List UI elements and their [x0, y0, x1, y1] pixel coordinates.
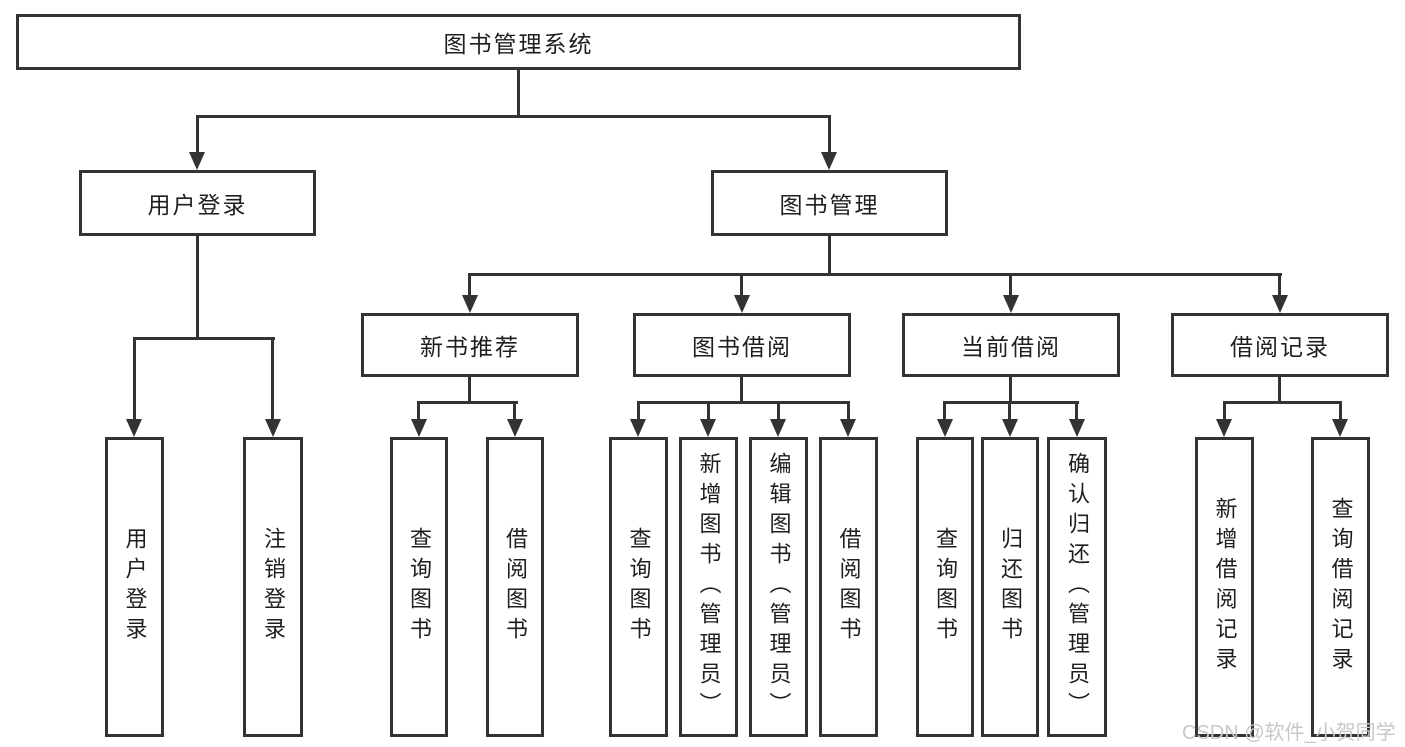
- node-library-management-system: 图书管理系统: [16, 14, 1021, 70]
- arrow-down-icon: [734, 295, 750, 313]
- arrow-down-icon: [1003, 295, 1019, 313]
- arrow-down-icon: [700, 419, 716, 437]
- connector-user-login-drop: [133, 337, 136, 421]
- connector-book-mgmt-drop: [468, 273, 471, 298]
- node-add-books-admin: 新增图书（管理员）: [679, 437, 738, 737]
- connector-recommend-trunk: [468, 377, 471, 404]
- connector-book-mgmt-trunk: [828, 236, 831, 276]
- arrow-down-icon: [840, 419, 856, 437]
- node-query-books-borrowing: 查询图书: [609, 437, 668, 737]
- node-return-books: 归还图书: [981, 437, 1039, 737]
- node-book-management: 图书管理: [711, 170, 948, 236]
- connector-recommend-drop: [417, 401, 420, 422]
- connector-current-drop: [1008, 401, 1011, 422]
- node-user-login: 用户登录: [79, 170, 316, 236]
- connector-current-trunk: [1009, 377, 1012, 404]
- connector-book-mgmt-drop: [740, 273, 743, 298]
- connector-root-branch: [196, 115, 831, 118]
- connector-borrowing-trunk: [740, 377, 743, 404]
- connector-current-drop: [943, 401, 946, 422]
- arrow-down-icon: [265, 419, 281, 437]
- watermark-text: CSDN @软件_小贺同学: [1182, 722, 1396, 744]
- node-current-borrowing: 当前借阅: [902, 313, 1120, 377]
- connector-root-drop-right: [828, 115, 831, 155]
- arrow-down-icon: [770, 419, 786, 437]
- connector-borrowing-drop: [847, 401, 850, 422]
- node-user-login-leaf: 用户登录: [105, 437, 164, 737]
- node-borrowing-records: 借阅记录: [1171, 313, 1389, 377]
- connector-user-login-trunk: [196, 236, 199, 340]
- connector-records-drop: [1339, 401, 1342, 422]
- connector-root-trunk: [517, 70, 520, 118]
- arrow-down-icon: [189, 152, 205, 170]
- arrow-down-icon: [507, 419, 523, 437]
- connector-records-branch: [1223, 401, 1342, 404]
- arrow-down-icon: [821, 152, 837, 170]
- arrow-down-icon: [1002, 419, 1018, 437]
- connector-current-drop: [1075, 401, 1078, 422]
- connector-borrowing-drop: [637, 401, 640, 422]
- node-query-books-recommend: 查询图书: [390, 437, 448, 737]
- node-book-borrowing: 图书借阅: [633, 313, 851, 377]
- arrow-down-icon: [1332, 419, 1348, 437]
- node-query-borrow-record: 查询借阅记录: [1311, 437, 1370, 737]
- node-borrow-books-recommend: 借阅图书: [486, 437, 544, 737]
- arrow-down-icon: [1272, 295, 1288, 313]
- arrow-down-icon: [462, 295, 478, 313]
- connector-user-login-branch: [133, 337, 275, 340]
- arrow-down-icon: [630, 419, 646, 437]
- connector-book-mgmt-drop: [1009, 273, 1012, 298]
- node-borrow-books-borrowing: 借阅图书: [819, 437, 878, 737]
- connector-borrowing-drop: [707, 401, 710, 422]
- node-query-books-current: 查询图书: [916, 437, 974, 737]
- connector-records-trunk: [1278, 377, 1281, 404]
- connector-current-branch: [943, 401, 1079, 404]
- node-edit-books-admin: 编辑图书（管理员）: [749, 437, 808, 737]
- node-confirm-return-admin: 确认归还（管理员）: [1047, 437, 1107, 737]
- arrow-down-icon: [411, 419, 427, 437]
- connector-recommend-branch: [417, 401, 518, 404]
- node-new-book-recommendation: 新书推荐: [361, 313, 579, 377]
- connector-root-drop-left: [196, 115, 199, 155]
- connector-recommend-drop: [513, 401, 516, 422]
- arrow-down-icon: [1069, 419, 1085, 437]
- connector-book-mgmt-branch: [468, 273, 1282, 276]
- arrow-down-icon: [1216, 419, 1232, 437]
- node-add-borrow-record: 新增借阅记录: [1195, 437, 1254, 737]
- node-logout-leaf: 注销登录: [243, 437, 303, 737]
- connector-records-drop: [1223, 401, 1226, 422]
- arrow-down-icon: [126, 419, 142, 437]
- connector-borrowing-branch: [637, 401, 850, 404]
- connector-borrowing-drop: [777, 401, 780, 422]
- connector-user-login-drop: [271, 337, 274, 421]
- arrow-down-icon: [937, 419, 953, 437]
- connector-book-mgmt-drop: [1278, 273, 1281, 298]
